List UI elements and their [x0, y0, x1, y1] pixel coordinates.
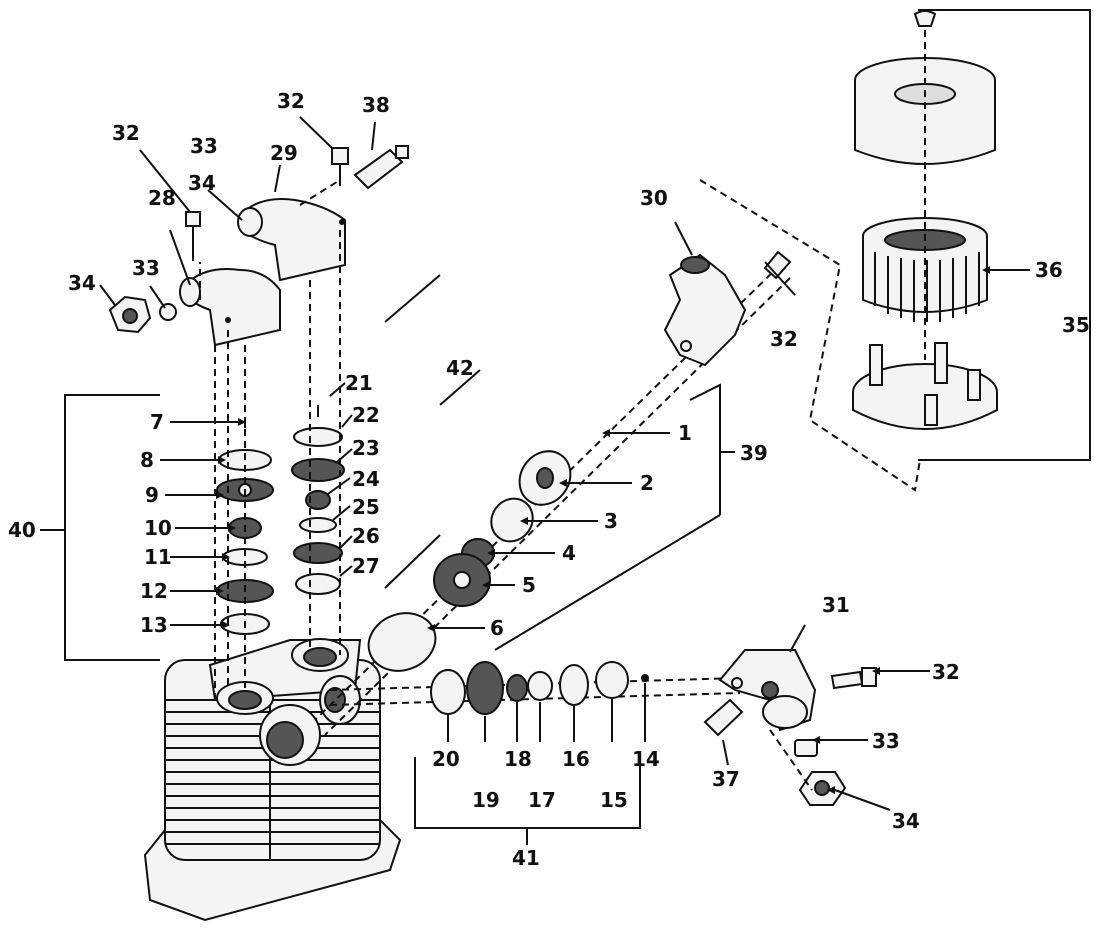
callout-18: 18: [504, 747, 532, 771]
callout-38: 38: [362, 93, 390, 117]
intake-elbow-28: [179, 268, 281, 347]
valve-stack-42: [291, 405, 345, 595]
callout-32-c: 32: [770, 327, 798, 351]
callout-17: 17: [528, 788, 556, 812]
callout-27: 27: [352, 554, 380, 578]
bolt-32-top: [331, 147, 349, 186]
callout-26: 26: [352, 524, 380, 548]
callout-33-b: 33: [132, 256, 160, 280]
valve-stack-39: [314, 264, 791, 736]
callout-3: 3: [604, 509, 618, 533]
alignment-line-filter: [699, 179, 921, 492]
bolt-32-right: [830, 667, 877, 690]
callout-6: 6: [490, 616, 504, 640]
plug-38: [353, 145, 409, 190]
callout-29: 29: [270, 141, 298, 165]
callout-14: 14: [632, 747, 660, 771]
alignment-line-right: [769, 729, 813, 791]
callout-15: 15: [600, 788, 628, 812]
callout-2: 2: [640, 471, 654, 495]
callout-19: 19: [472, 788, 500, 812]
callout-30: 30: [640, 186, 668, 210]
callout-13: 13: [140, 613, 168, 637]
callout-8: 8: [140, 448, 154, 472]
callout-12: 12: [140, 579, 168, 603]
leader-lines: [99, 116, 1030, 811]
callout-32-a: 32: [112, 121, 140, 145]
callout-41: 41: [512, 846, 540, 870]
callout-34-b: 34: [68, 271, 96, 295]
callout-35: 35: [1062, 313, 1090, 337]
callout-39: 39: [740, 441, 768, 465]
callout-25: 25: [352, 495, 380, 519]
cylinder-block: [143, 638, 402, 922]
callout-28: 28: [148, 186, 176, 210]
callout-24: 24: [352, 467, 380, 491]
callout-21: 21: [345, 371, 373, 395]
callout-4: 4: [562, 541, 576, 565]
brackets: [40, 9, 1091, 845]
valve-stack-41: [329, 661, 741, 715]
callout-34-a: 34: [188, 171, 216, 195]
callout-36: 36: [1035, 258, 1063, 282]
callout-34-c: 34: [892, 809, 920, 833]
callout-33-c: 33: [872, 729, 900, 753]
callout-33-a: 33: [190, 134, 218, 158]
callout-10: 10: [144, 516, 172, 540]
arrow-heads: [216, 266, 990, 794]
callout-22: 22: [352, 403, 380, 427]
elbow-fitting-30: [663, 250, 792, 367]
callout-5: 5: [522, 573, 536, 597]
callout-23: 23: [352, 436, 380, 460]
callout-16: 16: [562, 747, 590, 771]
callout-1: 1: [678, 421, 692, 445]
callout-9: 9: [145, 483, 159, 507]
callout-20: 20: [432, 747, 460, 771]
callout-37: 37: [712, 767, 740, 791]
callout-labels: 1 2 3 4 5 6 7 8 9 10 11 12 13 14 15 16 1…: [8, 89, 1090, 870]
elbow-fitting-31: [718, 649, 817, 732]
air-filter-assembly: [852, 10, 998, 430]
callout-32-d: 32: [932, 660, 960, 684]
callout-42: 42: [446, 356, 474, 380]
callout-40: 40: [8, 518, 36, 542]
callout-31: 31: [822, 593, 850, 617]
fitting-34-left: [108, 295, 177, 334]
intake-elbow-29: [237, 198, 346, 282]
plug-37: [703, 698, 744, 737]
alignment-lines-left: [199, 179, 341, 700]
callout-11: 11: [144, 545, 172, 569]
callout-7: 7: [150, 410, 164, 434]
callout-32-b: 32: [277, 89, 305, 113]
fitting-33-right: [794, 739, 818, 757]
bolt-32-left: [185, 211, 201, 261]
fitting-34-right: [798, 771, 847, 806]
